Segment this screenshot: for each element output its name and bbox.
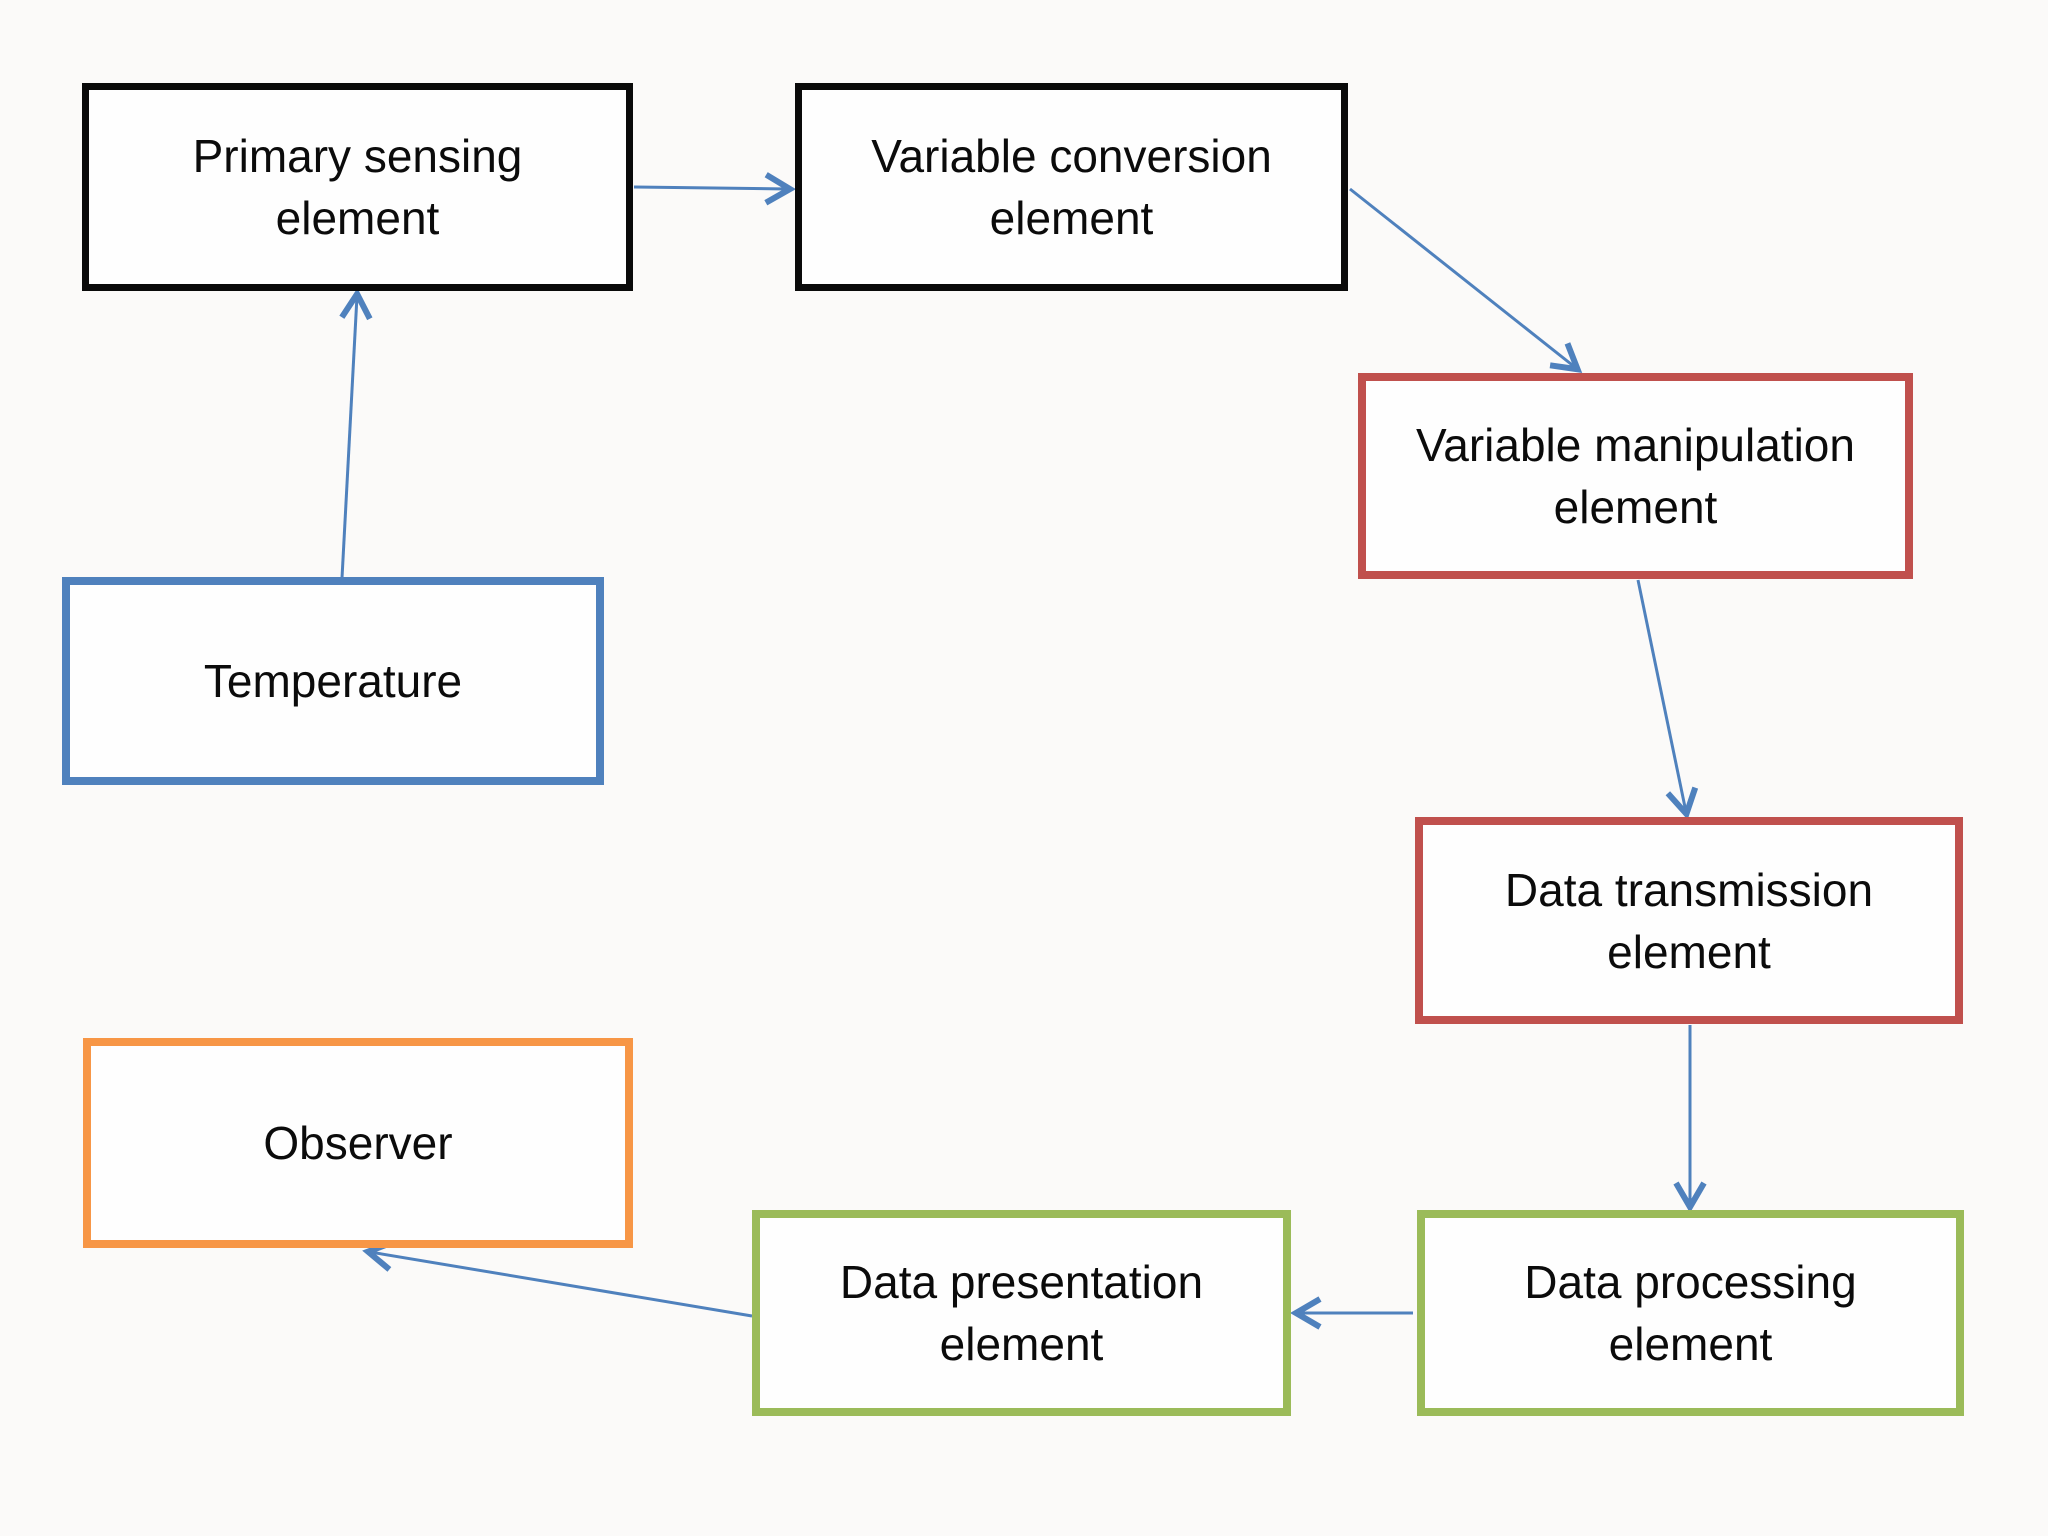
node-label-line: Data processing xyxy=(1524,1256,1857,1308)
node-variable-manipulation-element: Variable manipulation element xyxy=(1358,373,1913,579)
node-label-line: Temperature xyxy=(203,655,463,707)
node-label-line: element xyxy=(1608,1318,1773,1370)
node-data-transmission-element: Data transmission element xyxy=(1415,817,1963,1024)
node-label-line: Data presentation xyxy=(839,1256,1204,1308)
node-label-line: Variable conversion xyxy=(871,130,1272,182)
node-temperature: Temperature xyxy=(62,577,604,785)
node-data-processing-element: Data processing element xyxy=(1417,1210,1964,1416)
node-label-line: element xyxy=(939,1318,1104,1370)
arrow-variable-manipulation-to-data-transmission xyxy=(1636,579,1699,820)
arrow-data-presentation-to-observer xyxy=(362,1239,753,1318)
node-label-line: element xyxy=(275,192,440,244)
node-primary-sensing-element: Primary sensing element xyxy=(82,83,633,291)
node-observer: Observer xyxy=(83,1038,633,1248)
arrow-variable-conversion-to-variable-manipulation xyxy=(1349,187,1583,373)
node-label-line: element xyxy=(1553,481,1718,533)
arrow-primary-sensing-to-variable-conversion xyxy=(633,172,796,206)
arrow-temperature-to-primary-sensing xyxy=(339,288,373,579)
node-label-line: element xyxy=(1607,925,1771,978)
node-label-line: element xyxy=(989,192,1154,244)
node-label-line: Observer xyxy=(263,1117,453,1169)
node-label-line: Data transmission xyxy=(1504,863,1874,916)
node-variable-conversion-element: Variable conversion element xyxy=(795,83,1348,291)
node-data-presentation-element: Data presentation element xyxy=(752,1210,1291,1416)
node-label-line: Primary sensing xyxy=(192,130,523,182)
node-label-line: Variable manipulation xyxy=(1416,419,1855,471)
